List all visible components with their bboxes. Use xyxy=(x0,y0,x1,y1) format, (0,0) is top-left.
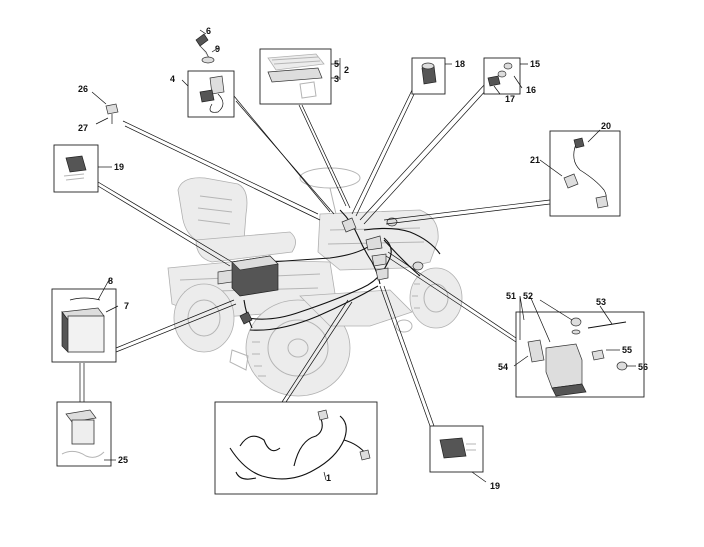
part-box-51-56 xyxy=(513,295,645,398)
callout-8: 8 xyxy=(108,276,113,286)
leader-lines xyxy=(79,83,551,427)
callout-52: 52 xyxy=(523,291,533,301)
callout-19-left: 19 xyxy=(114,162,124,172)
callout-53: 53 xyxy=(596,297,606,307)
callout-56: 56 xyxy=(638,362,648,372)
callout-19-bottom: 19 xyxy=(490,481,500,491)
part-group-6-9 xyxy=(195,29,219,64)
part-box-4 xyxy=(181,70,235,118)
callout-17: 17 xyxy=(505,94,515,104)
part-box-7-8 xyxy=(51,277,119,363)
part-box-19-left xyxy=(53,144,112,193)
callout-26: 26 xyxy=(78,84,88,94)
part-box-25 xyxy=(56,401,116,467)
callout-15: 15 xyxy=(530,59,540,69)
callout-9: 9 xyxy=(215,44,220,54)
mower-illustration xyxy=(167,167,463,397)
part-box-19-bottom xyxy=(429,425,487,483)
part-box-15-16-17 xyxy=(483,57,528,95)
callout-4: 4 xyxy=(170,74,175,84)
callout-6: 6 xyxy=(206,26,211,36)
callout-18: 18 xyxy=(455,59,465,69)
callout-20: 20 xyxy=(601,121,611,131)
callout-51: 51 xyxy=(506,291,516,301)
part-box-20-21 xyxy=(539,129,621,217)
part-box-1 xyxy=(214,401,378,495)
callout-2: 2 xyxy=(344,65,349,75)
callout-27: 27 xyxy=(78,123,88,133)
callout-25: 25 xyxy=(118,455,128,465)
callout-7: 7 xyxy=(124,301,129,311)
callout-3: 3 xyxy=(334,74,339,84)
callout-1: 1 xyxy=(326,473,331,483)
callout-21: 21 xyxy=(530,155,540,165)
callout-5: 5 xyxy=(334,59,339,69)
callout-55: 55 xyxy=(622,345,632,355)
part-box-18 xyxy=(411,57,452,95)
battery-on-mower xyxy=(217,255,279,297)
wiring-harness xyxy=(235,209,441,331)
callout-16: 16 xyxy=(526,85,536,95)
part-box-2-3-5 xyxy=(259,48,341,105)
part-group-26-27 xyxy=(91,91,119,125)
callout-54: 54 xyxy=(498,362,508,372)
